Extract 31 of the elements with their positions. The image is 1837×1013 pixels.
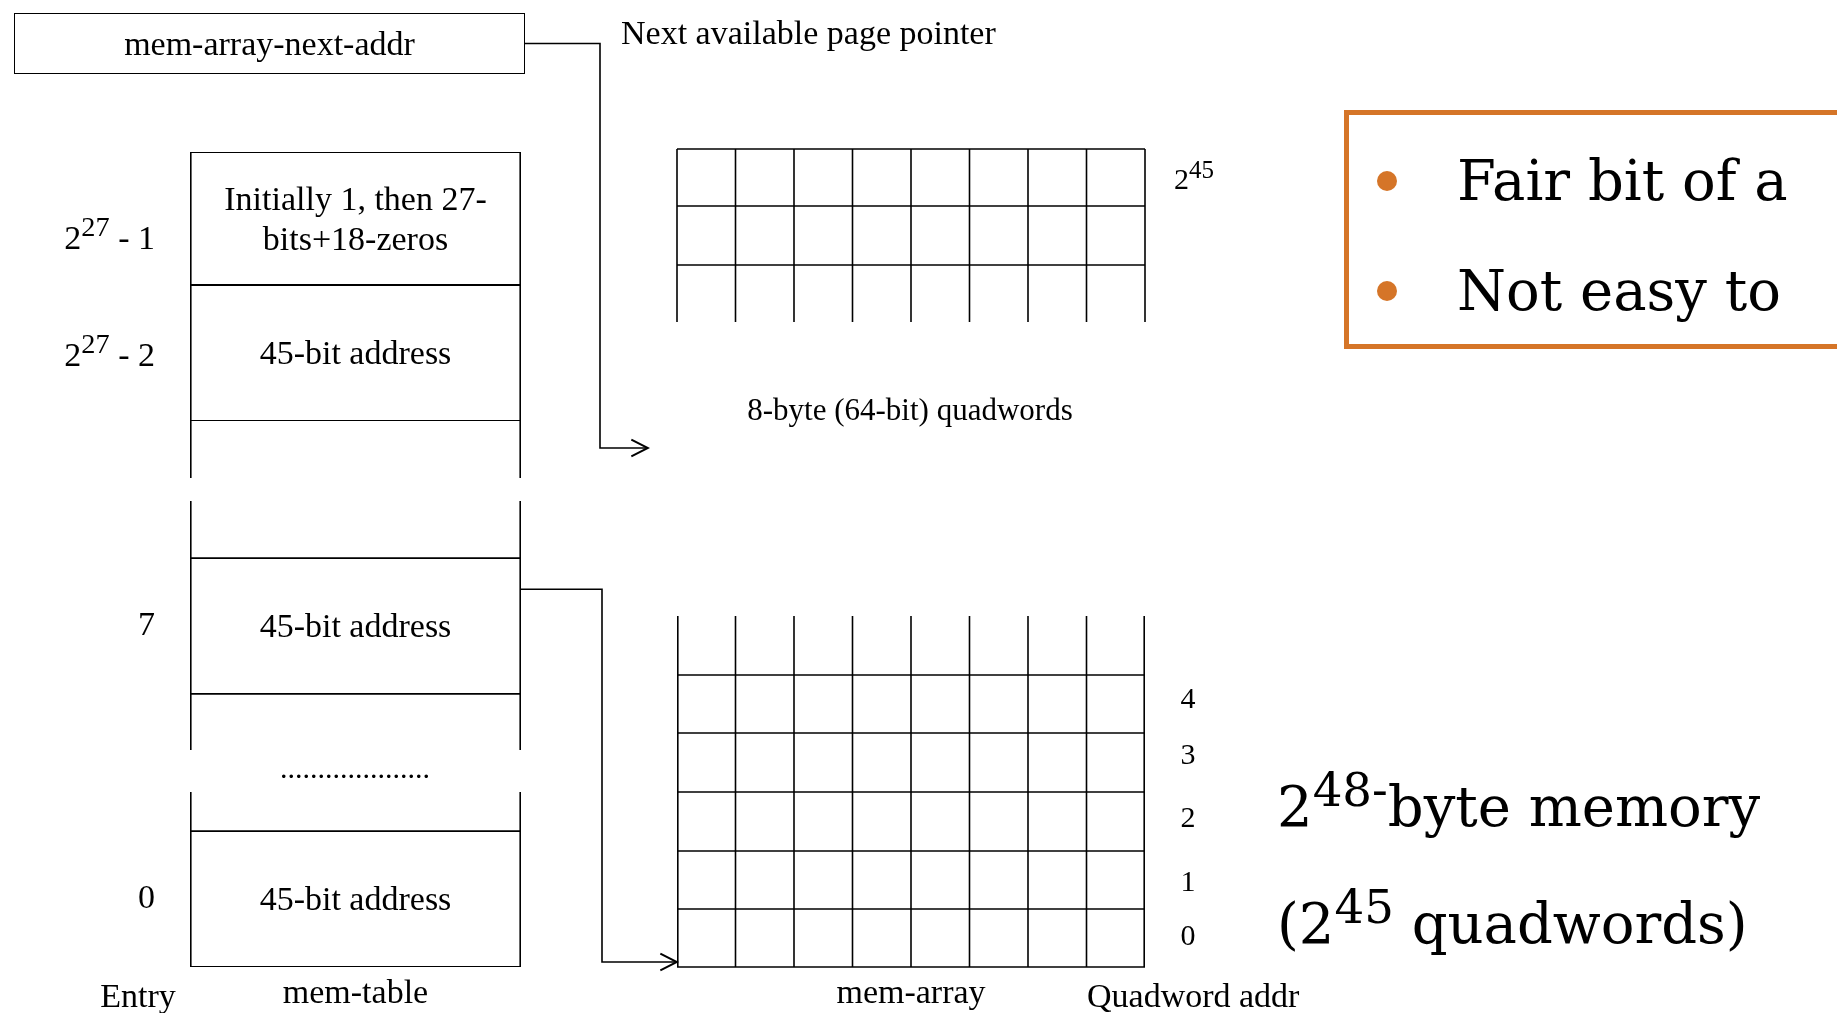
table-cell <box>190 831 521 967</box>
caption-text: 8-byte (64-bit) quadwords <box>747 392 1073 428</box>
row-label: 0 <box>138 878 155 916</box>
bullet-text: Not easy to <box>1457 257 1781 325</box>
grid-caption: mem-array <box>836 973 986 1011</box>
arrow <box>524 42 649 458</box>
row-label: 2$^{27}$ - 1 <box>64 211 155 257</box>
ellipsis-text: .................... <box>280 751 430 785</box>
table-cell <box>190 285 521 421</box>
address-number: 1 <box>1180 864 1196 898</box>
register-box <box>14 13 525 74</box>
row-label: 7 <box>138 605 155 643</box>
memory-size-text: 2$^{48-}$byte memory (2$^{45}$ quadwords) <box>1277 762 1762 958</box>
axis-caption: Quadword addr <box>1087 977 1300 1013</box>
cell-text: 45-bit address <box>259 606 452 646</box>
note-box <box>1344 110 1837 349</box>
address-number: 0 <box>1180 918 1196 952</box>
row-label: 2$^{27}$ - 2 <box>64 328 155 374</box>
register-name: mem-array-next-addr <box>124 24 415 63</box>
address-number: 3 <box>1180 737 1196 771</box>
bullet-text: Fair bit of a <box>1457 147 1788 215</box>
table-cell <box>190 558 521 694</box>
exponent-label: 2$^{45}$ <box>1174 156 1214 196</box>
address-number: 2 <box>1180 800 1196 834</box>
cell-text: Initially 1, then 27-bits+18-zeros <box>223 178 488 259</box>
arrow <box>520 588 678 972</box>
table-caption: mem-table <box>282 973 429 1011</box>
cell-text: 45-bit address <box>259 333 452 373</box>
table-cell <box>190 152 521 285</box>
address-number: 4 <box>1180 681 1196 715</box>
cell-text: 45-bit address <box>259 879 452 919</box>
